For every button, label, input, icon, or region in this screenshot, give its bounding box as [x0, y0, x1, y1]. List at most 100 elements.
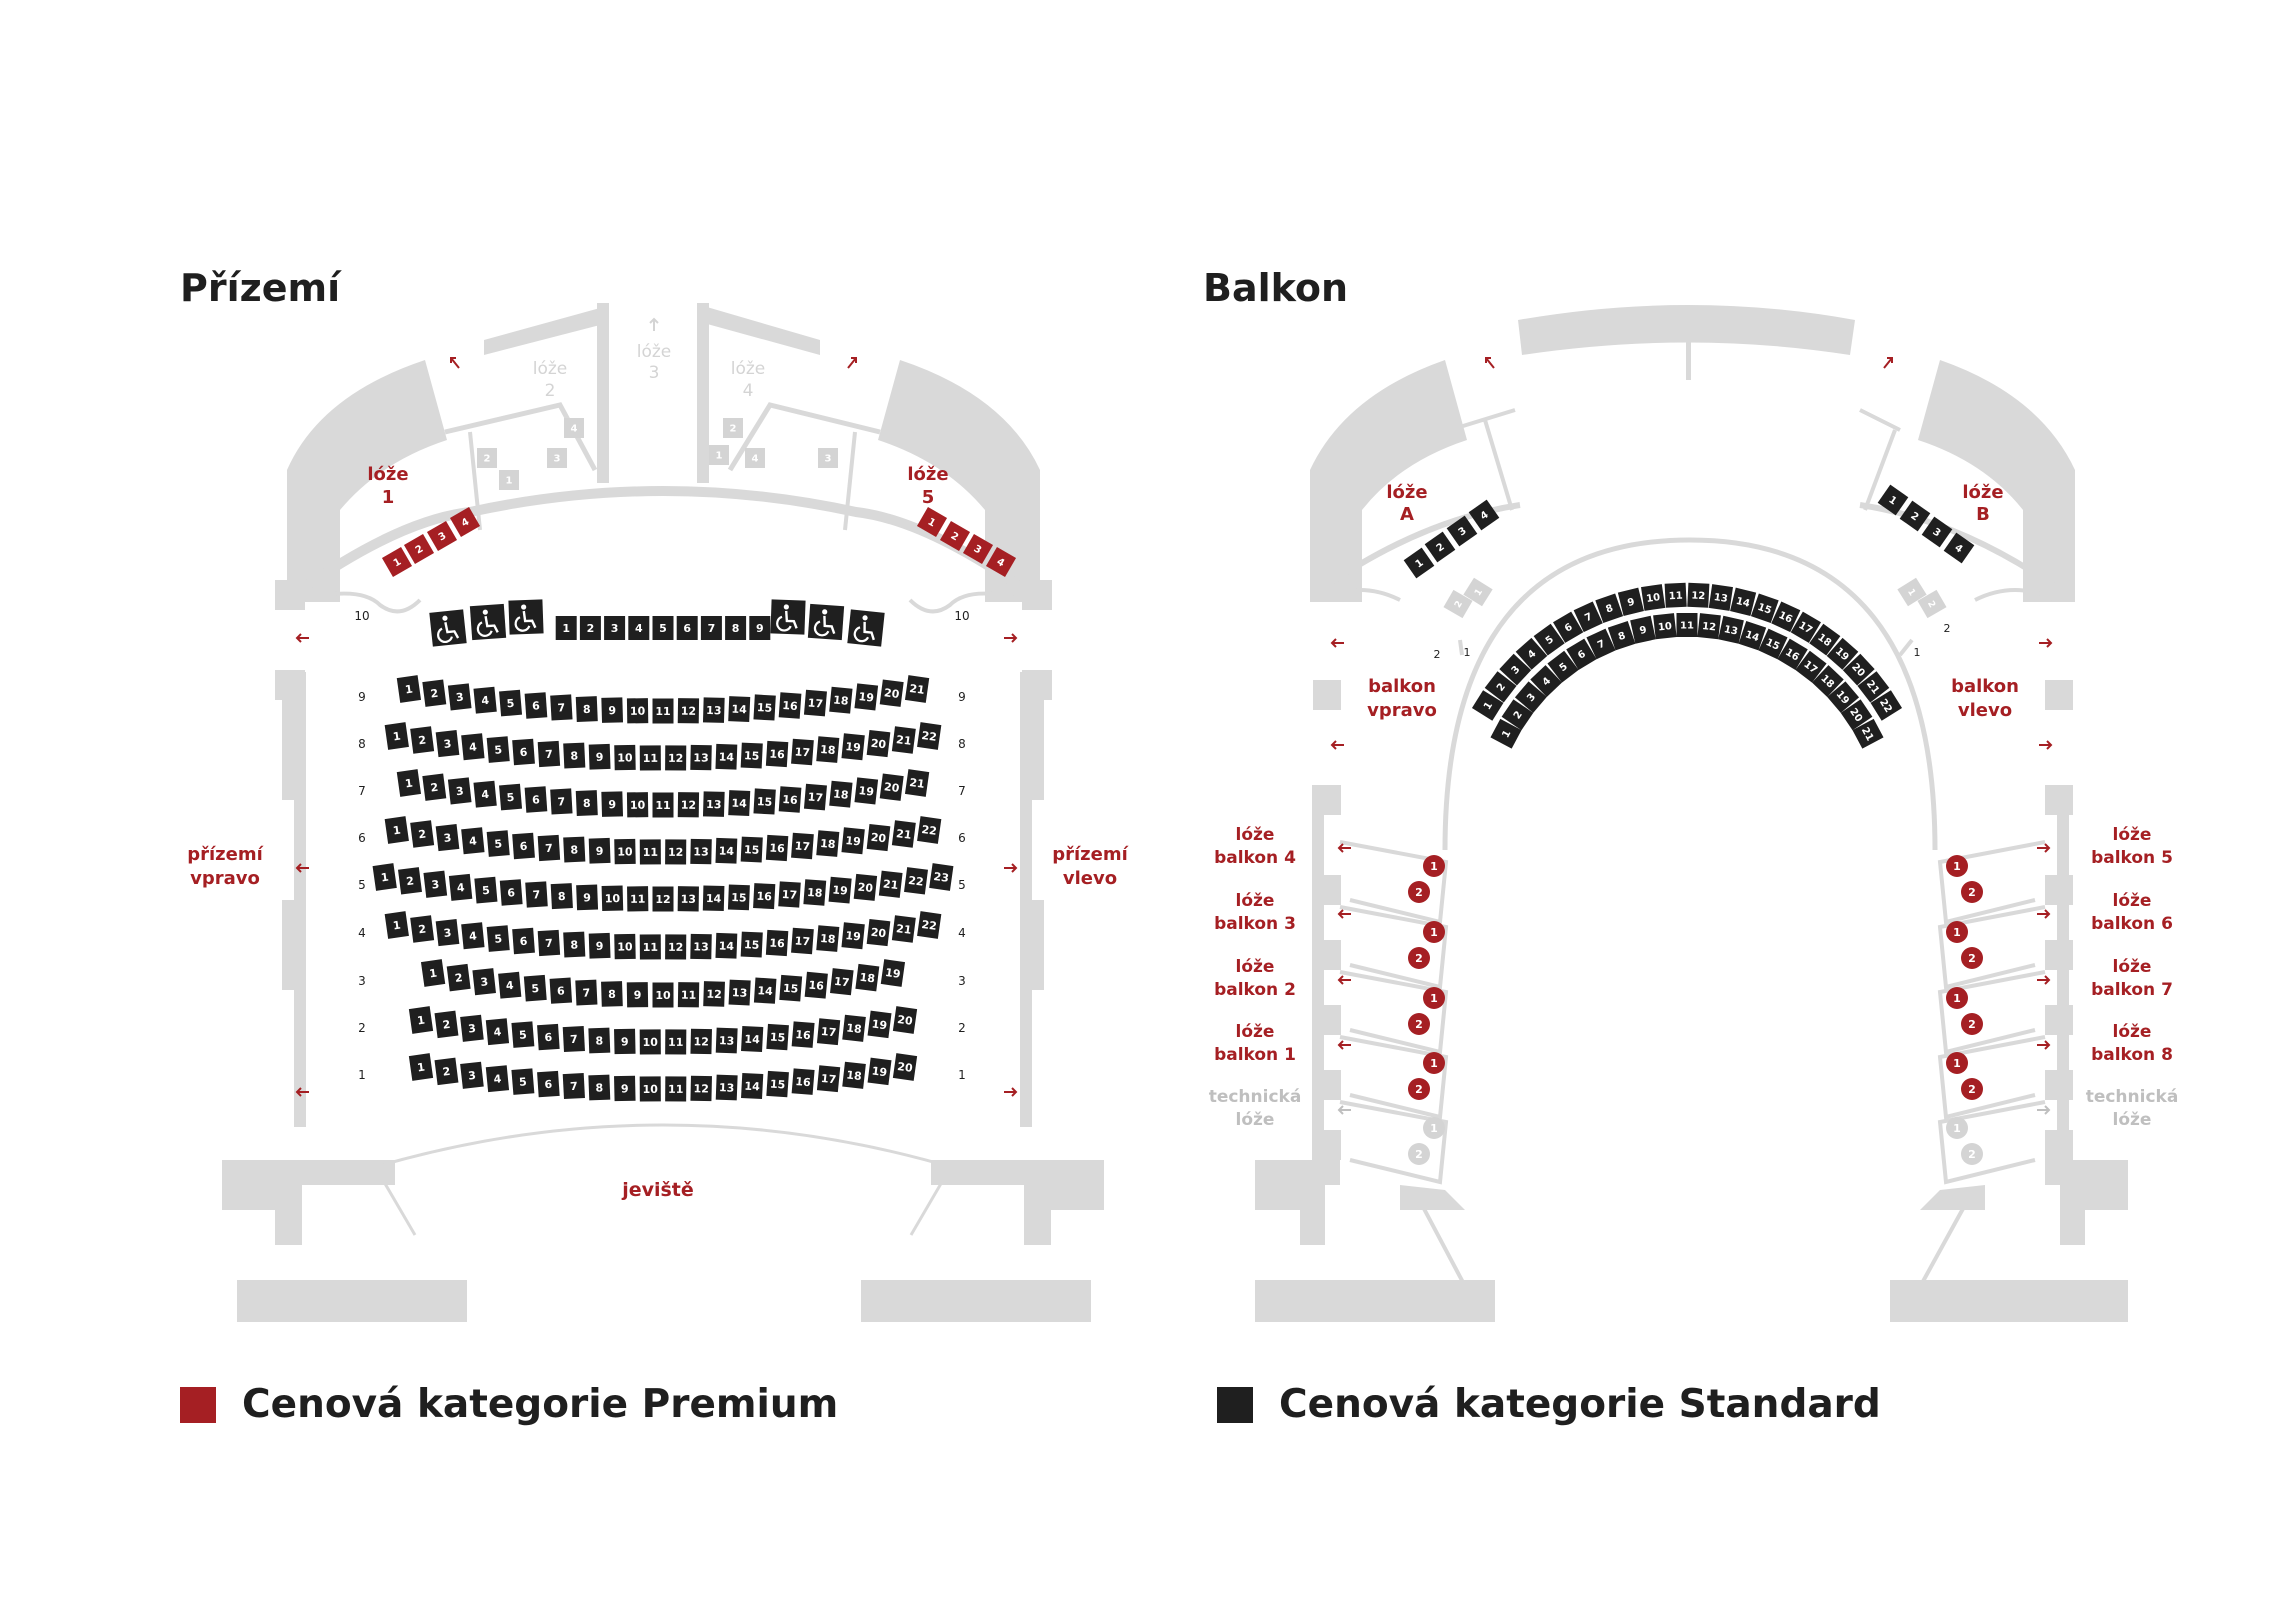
- box-label: lóže: [637, 342, 672, 362]
- wall-bottom-block: [1310, 1280, 1340, 1322]
- seat-number: 4: [468, 834, 477, 848]
- seat-number: 15: [757, 701, 773, 715]
- seat: 14: [728, 790, 751, 816]
- seat: 7: [537, 740, 561, 768]
- seat-shape: [841, 733, 865, 761]
- seat-shape: [725, 616, 747, 640]
- seat-shape: [422, 679, 447, 707]
- seat-number: 6: [532, 793, 541, 807]
- seat-number: 17: [807, 696, 823, 710]
- seat-number: 18: [846, 1021, 863, 1036]
- wall-top-right: [700, 305, 820, 355]
- seat-shape: [765, 929, 789, 957]
- box-label: lóže: [907, 464, 948, 485]
- box-label: lóže: [367, 464, 408, 485]
- seat: 8: [588, 1027, 611, 1054]
- seat: 3: [447, 683, 472, 711]
- row-number-left: 3: [358, 974, 366, 988]
- seat: 17: [816, 1065, 841, 1093]
- seat-number: 13: [1723, 624, 1739, 638]
- row-number-right: 8: [958, 737, 966, 751]
- balkon-title: Balkon: [1203, 266, 1349, 310]
- seat-shape: [472, 968, 496, 996]
- seat-number: 21: [895, 827, 912, 842]
- seat-number: 4: [571, 424, 578, 435]
- seat-number: 14: [731, 703, 747, 717]
- seat: 10: [639, 1029, 661, 1055]
- wall-pillar-right: [697, 303, 709, 483]
- seat-shape: [1877, 484, 1909, 516]
- balustrade: [1974, 588, 2056, 602]
- seat-shape: [677, 698, 700, 724]
- row-number-left: 5: [358, 878, 366, 892]
- seat-number: 6: [683, 622, 691, 635]
- seat-shape: [1566, 638, 1597, 670]
- arrow-icon: [295, 1087, 309, 1097]
- seat-number: 19: [871, 1064, 888, 1079]
- seat-number: 11: [668, 1083, 683, 1096]
- seat-number: 1: [1953, 926, 1961, 939]
- seat: 15: [1750, 593, 1779, 624]
- arrow-shape: [450, 357, 460, 369]
- seat-shape: [1424, 531, 1456, 563]
- seat-number: 2: [484, 454, 491, 465]
- seat: 6: [512, 832, 535, 860]
- seat-shape: [525, 881, 548, 908]
- seat-number: 15: [1756, 602, 1773, 617]
- seat-number: 15: [770, 1031, 786, 1045]
- seat-shape: [410, 726, 435, 754]
- icon-body: [785, 610, 798, 629]
- seat: 3: [604, 616, 626, 640]
- box-seat: 2: [1408, 881, 1430, 903]
- seat: 11: [639, 934, 661, 960]
- premium-swatch: [180, 1386, 216, 1423]
- seat: 6: [676, 616, 698, 640]
- seat-shape: [435, 823, 460, 852]
- seat-shape: [816, 1065, 841, 1093]
- seat-number: 12: [693, 1082, 709, 1095]
- seat: 5: [523, 974, 547, 1002]
- seat-shape: [639, 934, 661, 960]
- wall-top-left: [484, 308, 600, 355]
- seat-shape: [381, 546, 413, 578]
- seat-shape: [588, 1027, 611, 1054]
- wheelchair-seat: [807, 603, 845, 641]
- seat-number: 11: [1669, 591, 1683, 603]
- seat-shape: [372, 863, 397, 891]
- seat: 14: [702, 885, 725, 912]
- seat-shape: [588, 743, 611, 770]
- side-label: balkon: [1951, 676, 2019, 697]
- seat-number: 17: [820, 1072, 836, 1086]
- seat-number: 23: [933, 870, 950, 885]
- seat-number: 14: [706, 892, 722, 905]
- seat: 13: [728, 979, 751, 1006]
- seat: 10: [1653, 613, 1677, 640]
- seat-number: 1: [506, 476, 513, 487]
- seat: 19: [854, 777, 879, 805]
- seat: 15: [753, 788, 776, 815]
- arrow-shape: [1337, 975, 1351, 985]
- seat-number: 3: [455, 690, 464, 704]
- seat-number: 17: [794, 934, 810, 948]
- seat-shape: [1687, 582, 1710, 608]
- wheelchair-icon: [813, 609, 836, 637]
- seat: 10: [652, 982, 674, 1008]
- wheelchair-icon: [514, 604, 537, 632]
- seat-number: 9: [596, 845, 604, 858]
- seat: 9: [614, 1028, 636, 1055]
- seat: 2: [446, 963, 471, 992]
- seat-shape: [652, 792, 674, 818]
- seat-number: 11: [643, 941, 658, 954]
- seat-shape: [753, 788, 776, 815]
- seat: 15: [766, 1070, 789, 1098]
- seat-number: 2: [587, 622, 595, 635]
- seat-number: 19: [884, 966, 901, 981]
- seat-shape: [524, 786, 548, 813]
- seat-shape: [779, 974, 803, 1002]
- seat: 6: [524, 786, 548, 813]
- seat-number: 13: [732, 986, 748, 1000]
- seat-shape: [866, 823, 891, 852]
- balcony-edge: [1859, 502, 2062, 593]
